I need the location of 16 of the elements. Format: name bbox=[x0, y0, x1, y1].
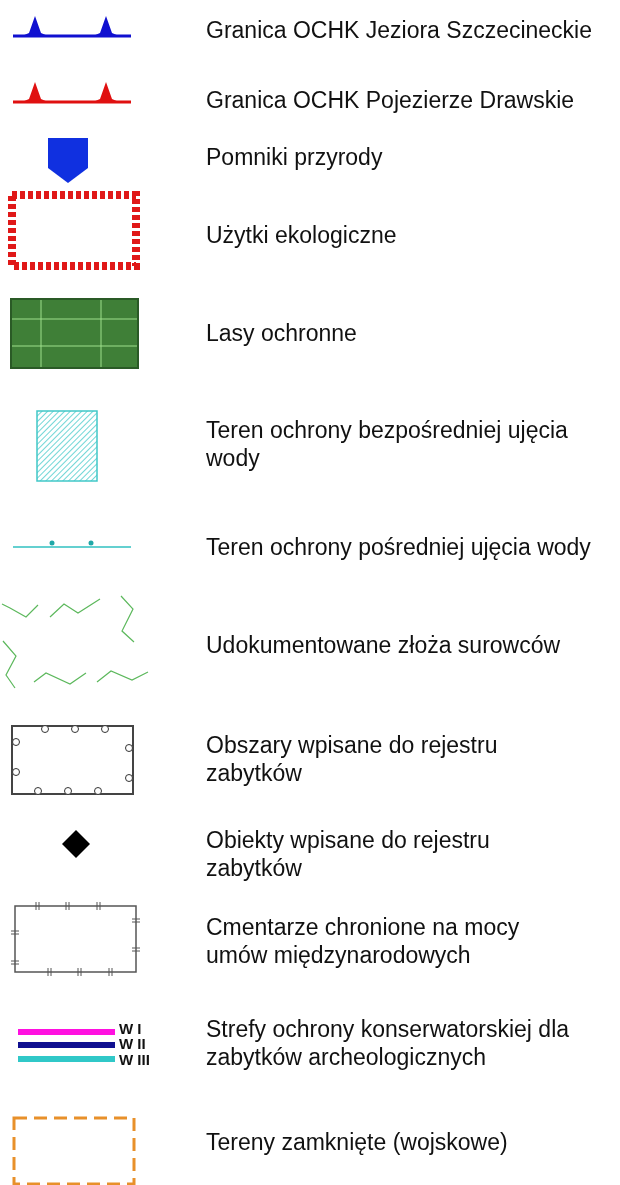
legend-label: Pomniki przyrody bbox=[206, 143, 384, 171]
legend-label: Strefy ochrony konserwatorskiej dla zabytków archeologicznych bbox=[206, 1015, 571, 1071]
legend-label: Teren ochrony pośredniej ujęcia wody bbox=[206, 533, 592, 561]
legend-label: Użytki ekologiczne bbox=[206, 221, 398, 249]
zone-label: W I bbox=[119, 1021, 142, 1036]
legend-label: Granica OCHK Pojezierze Drawskie bbox=[206, 86, 576, 114]
legend-label: Tereny zamknięte (wojskowe) bbox=[206, 1128, 509, 1156]
zone-label: W III bbox=[119, 1052, 150, 1067]
legend-label: Udokumentowane złoża surowców bbox=[206, 631, 562, 659]
zone-label: W II bbox=[119, 1036, 146, 1051]
legend-label: Obszary wpisane do rejestru zabytków bbox=[206, 731, 499, 787]
legend-label: Obiekty wpisane do rejestru zabytków bbox=[206, 826, 491, 882]
legend-label: Cmentarze chronione na mocy umów międzynarodowych bbox=[206, 913, 521, 969]
legend-label: Granica OCHK Jeziora Szczecineckie bbox=[206, 16, 594, 44]
legend-label: Lasy ochronne bbox=[206, 319, 358, 347]
legend-label: Teren ochrony bezpośredniej ujęcia wody bbox=[206, 416, 569, 472]
